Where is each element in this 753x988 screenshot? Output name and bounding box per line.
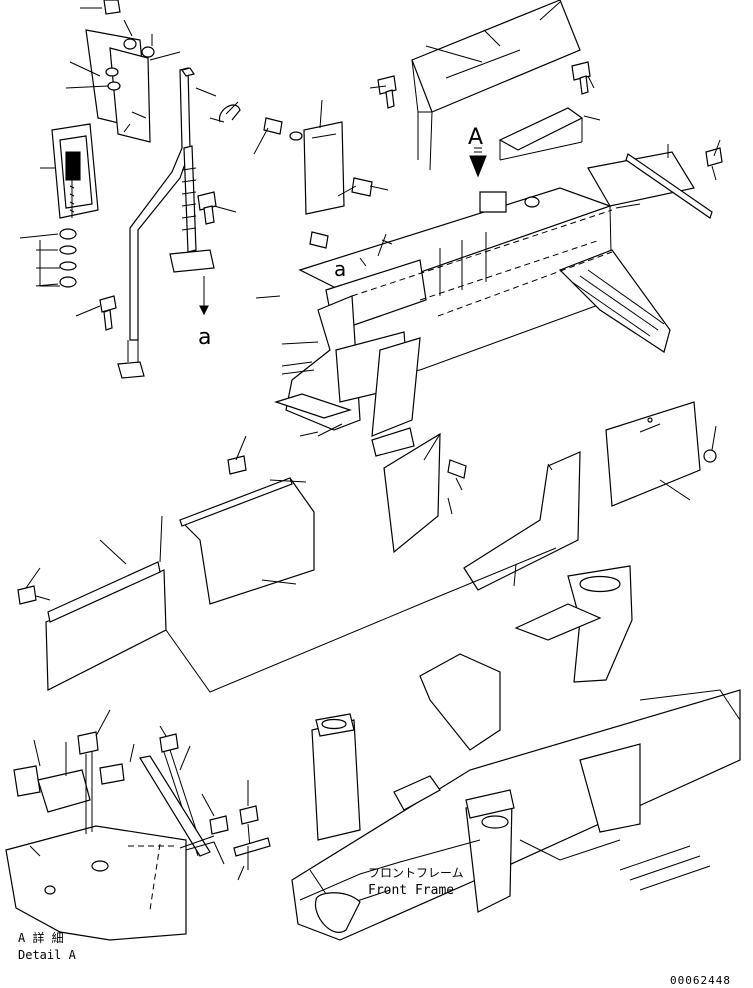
front-frame-label-jp: フロントフレーム — [368, 866, 464, 880]
step-cover — [500, 108, 582, 160]
section-a-bottom-label: a — [198, 325, 211, 350]
vertical-pole — [170, 146, 214, 272]
detail-a-assembly — [6, 732, 270, 940]
center-cover-plate — [180, 478, 314, 604]
rear-panel-right — [606, 402, 700, 506]
callout-leader-lines — [20, 2, 720, 880]
drawing-number: 00062448 — [670, 974, 731, 987]
detail-a-label-jp: A 詳 細 — [18, 930, 64, 945]
handrail — [118, 68, 194, 378]
bolts-top-right — [18, 62, 722, 604]
front-frame — [292, 566, 740, 940]
main-frame-structure — [276, 188, 670, 456]
u-clamp — [210, 105, 240, 122]
top-cover-plate — [412, 0, 580, 170]
bolts-top-left — [100, 118, 302, 330]
view-a-arrow — [470, 148, 486, 176]
dashed-hidden-lines — [352, 210, 612, 316]
leader-lines-middle — [166, 296, 556, 692]
section-a-top-label: a — [334, 257, 346, 281]
detail-a-label-en: Detail A — [18, 948, 77, 962]
side-panel-small — [304, 122, 344, 214]
side-panel-long — [384, 434, 580, 590]
mirror-bracket-assembly — [86, 0, 154, 142]
nuts-and-washers-stack — [40, 229, 76, 287]
work-lamp — [52, 124, 98, 218]
left-cover-plate — [46, 562, 166, 690]
front-frame-label-en: Front Frame — [368, 883, 454, 898]
view-a-label: A — [468, 125, 483, 150]
rubber-seal — [588, 152, 712, 218]
section-arrow-top — [200, 276, 208, 314]
